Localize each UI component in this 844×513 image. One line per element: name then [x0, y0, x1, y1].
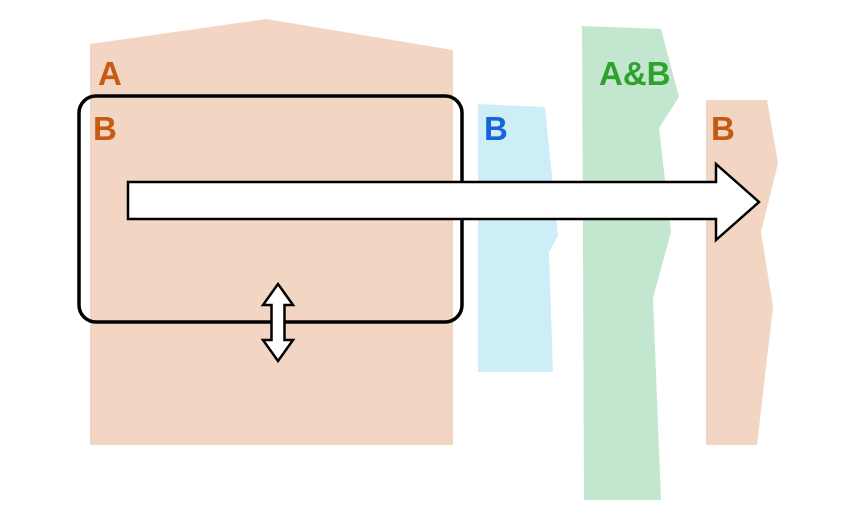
- region-a-shape: [90, 19, 453, 445]
- label-b-main: B: [93, 110, 117, 147]
- region-ab-shape: [582, 26, 679, 500]
- label-ab: A&B: [599, 55, 671, 92]
- label-a: A: [98, 55, 122, 92]
- flow-arrow-right: [126, 161, 761, 243]
- region-b-right-shape: [706, 100, 778, 445]
- region-b-blue-shape: [478, 104, 558, 372]
- label-b-right: B: [711, 110, 735, 147]
- double-arrow-vertical: [260, 281, 296, 364]
- label-b-blue: B: [484, 110, 508, 147]
